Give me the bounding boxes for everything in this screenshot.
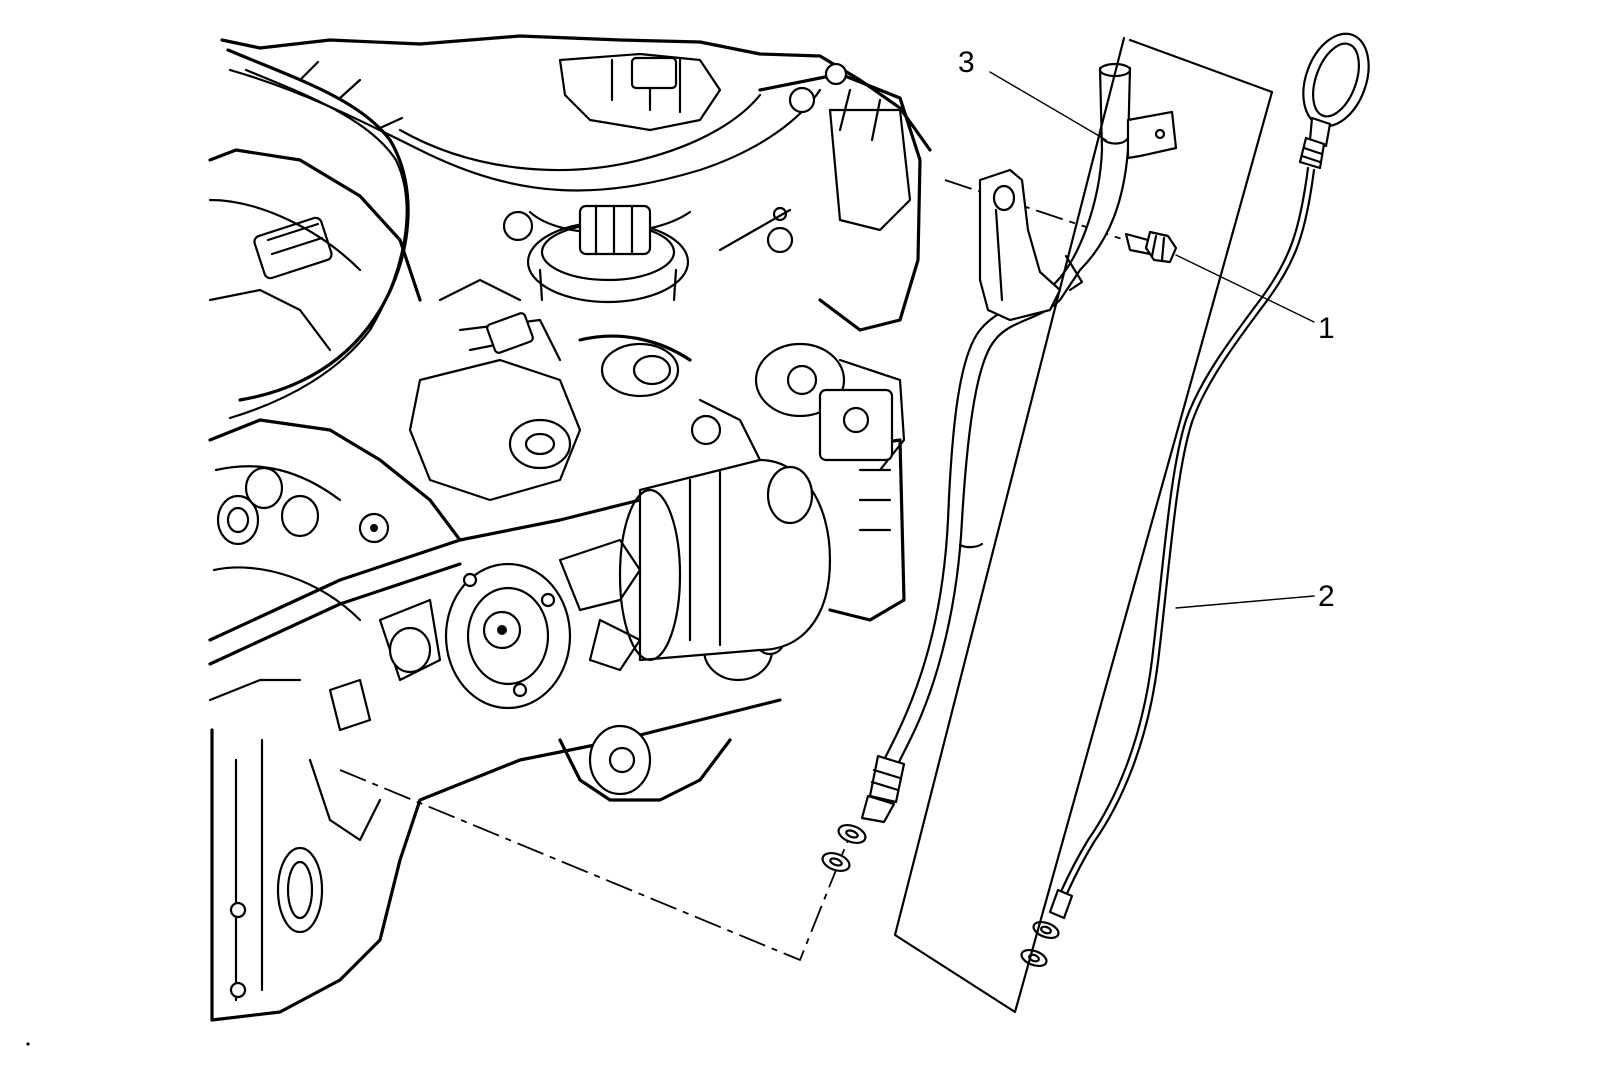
oil-level-indicator [1020, 32, 1370, 968]
callout-leader-2 [1175, 595, 1315, 609]
bolt [1124, 230, 1178, 264]
oil-level-indicator-tube [821, 62, 1178, 873]
callout-leader-1 [1175, 254, 1315, 323]
callout-label-2: 2 [1318, 580, 1335, 613]
callout-leader-3 [989, 71, 1107, 141]
engine-block-illustration [208, 34, 932, 1022]
callout-label-3: 3 [958, 46, 975, 79]
assembly-group-bracket [893, 36, 1274, 1014]
starter-motor [444, 458, 832, 710]
callout-leaders [989, 71, 1315, 609]
ac-compressor [408, 312, 762, 502]
callout-label-1: 1 [1318, 312, 1335, 345]
scan-dot [26, 1042, 30, 1046]
